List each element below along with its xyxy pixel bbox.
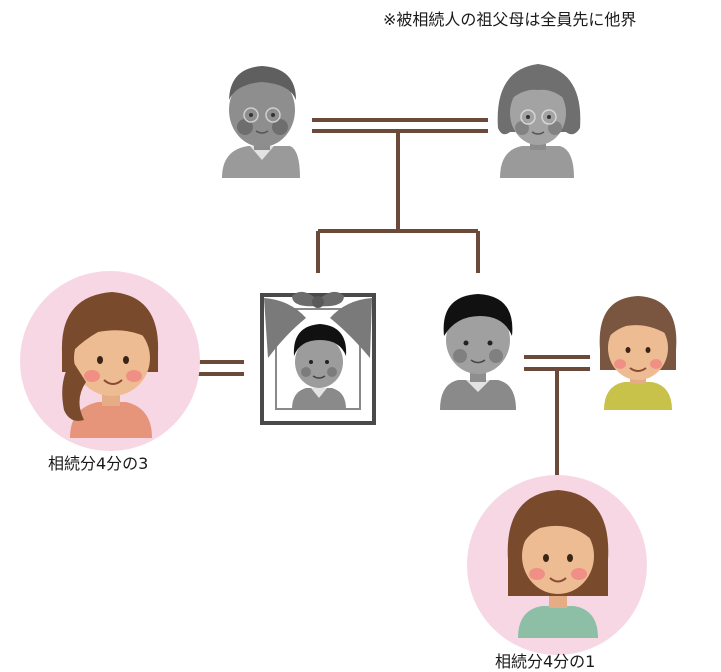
- deceased-grandparents-note: ※被相続人の祖父母は全員先に他界: [383, 10, 637, 29]
- grandfather-figure: [222, 66, 300, 178]
- spouse-figure: [20, 271, 200, 451]
- deceased-portrait: [260, 291, 376, 425]
- sibling-figure: [440, 294, 516, 410]
- grandmother-figure: [497, 64, 581, 178]
- child-figure: [467, 475, 647, 655]
- sibling-spouse-figure: [599, 296, 677, 410]
- relationship-lines: [178, 118, 590, 485]
- child-share-label: 相続分4分の1: [495, 652, 596, 671]
- spouse-share-label: 相続分4分の3: [48, 454, 149, 473]
